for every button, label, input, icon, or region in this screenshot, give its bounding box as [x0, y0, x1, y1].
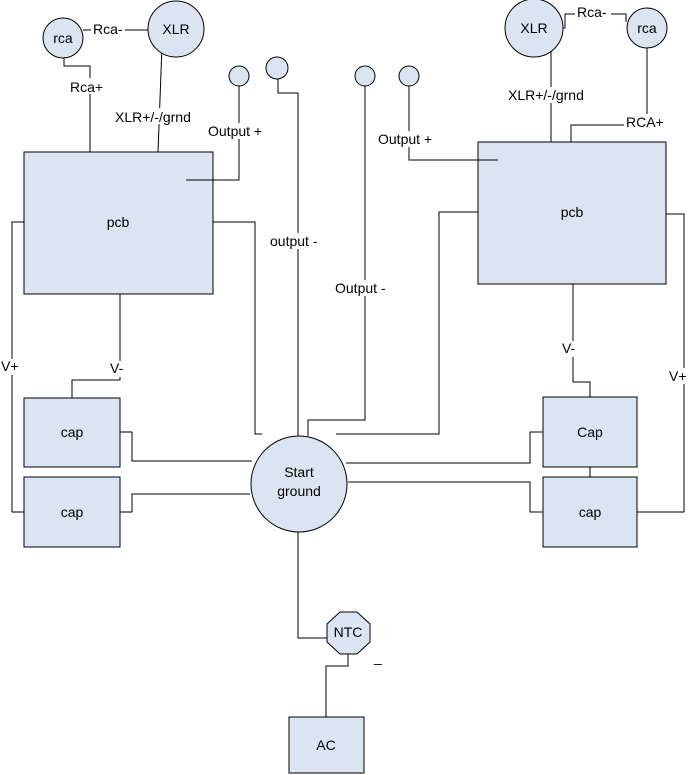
left-cap-top: cap [23, 397, 121, 468]
left-cap-bottom-label: cap [61, 504, 84, 520]
right-cap-top-label: Cap [577, 424, 603, 440]
left-rca-minus-label: Rca- [93, 21, 123, 37]
right-rca-connector: rca [626, 7, 668, 49]
star-ground: Start ground [250, 435, 348, 533]
ntc-label: NTC [334, 624, 363, 640]
left-xlr-wire-label: XLR+/-/grnd [115, 109, 191, 125]
right-output-plus-terminal [398, 65, 420, 87]
left-output-plus-label: Output + [208, 123, 262, 139]
wires [11, 13, 685, 717]
right-rca-plus-label: RCA+ [626, 114, 664, 130]
right-v-plus-label: V+ [669, 368, 687, 384]
right-cap-bottom-label: cap [579, 504, 602, 520]
left-cap-top-label: cap [61, 424, 84, 440]
left-output-plus-terminal [228, 65, 250, 87]
right-output-plus-label: Output + [378, 131, 432, 147]
left-xlr-connector: XLR [147, 0, 205, 58]
right-v-minus-label: V- [562, 340, 576, 356]
left-xlr-label: XLR [162, 21, 189, 37]
right-rca-minus-label: Rca- [577, 4, 607, 20]
ntc-thermistor: NTC [326, 611, 371, 655]
right-rca-label: rca [637, 20, 657, 36]
left-pcb: pcb [23, 151, 239, 295]
right-xlr-connector: XLR [504, 0, 564, 58]
left-rca-plus-label: Rca+ [70, 79, 103, 95]
star-ground-label-line2: ground [277, 483, 321, 499]
left-pcb-label: pcb [107, 214, 130, 230]
right-pcb: pcb [477, 141, 667, 285]
right-xlr-label: XLR [520, 20, 547, 36]
ac-source: AC [288, 716, 365, 774]
right-output-minus-label: Output - [335, 280, 386, 296]
right-cap-top: Cap [542, 396, 638, 468]
ac-label: AC [316, 737, 335, 753]
left-output-minus-terminal [265, 56, 289, 80]
left-v-plus-label: V+ [1, 358, 19, 374]
right-output-minus-terminal [354, 65, 376, 87]
right-cap-bottom: cap [542, 476, 638, 548]
star-ground-label-line1: Start [284, 464, 314, 480]
left-rca-label: rca [53, 30, 73, 46]
ntc-minus-label: _ [373, 649, 382, 665]
left-cap-bottom: cap [23, 476, 121, 548]
right-pcb-label: pcb [561, 204, 584, 220]
right-xlr-wire-label: XLR+/-/grnd [508, 87, 584, 103]
left-rca-connector: rca [42, 17, 84, 59]
left-v-minus-label: V- [110, 360, 124, 376]
left-output-minus-label: output - [270, 233, 318, 249]
